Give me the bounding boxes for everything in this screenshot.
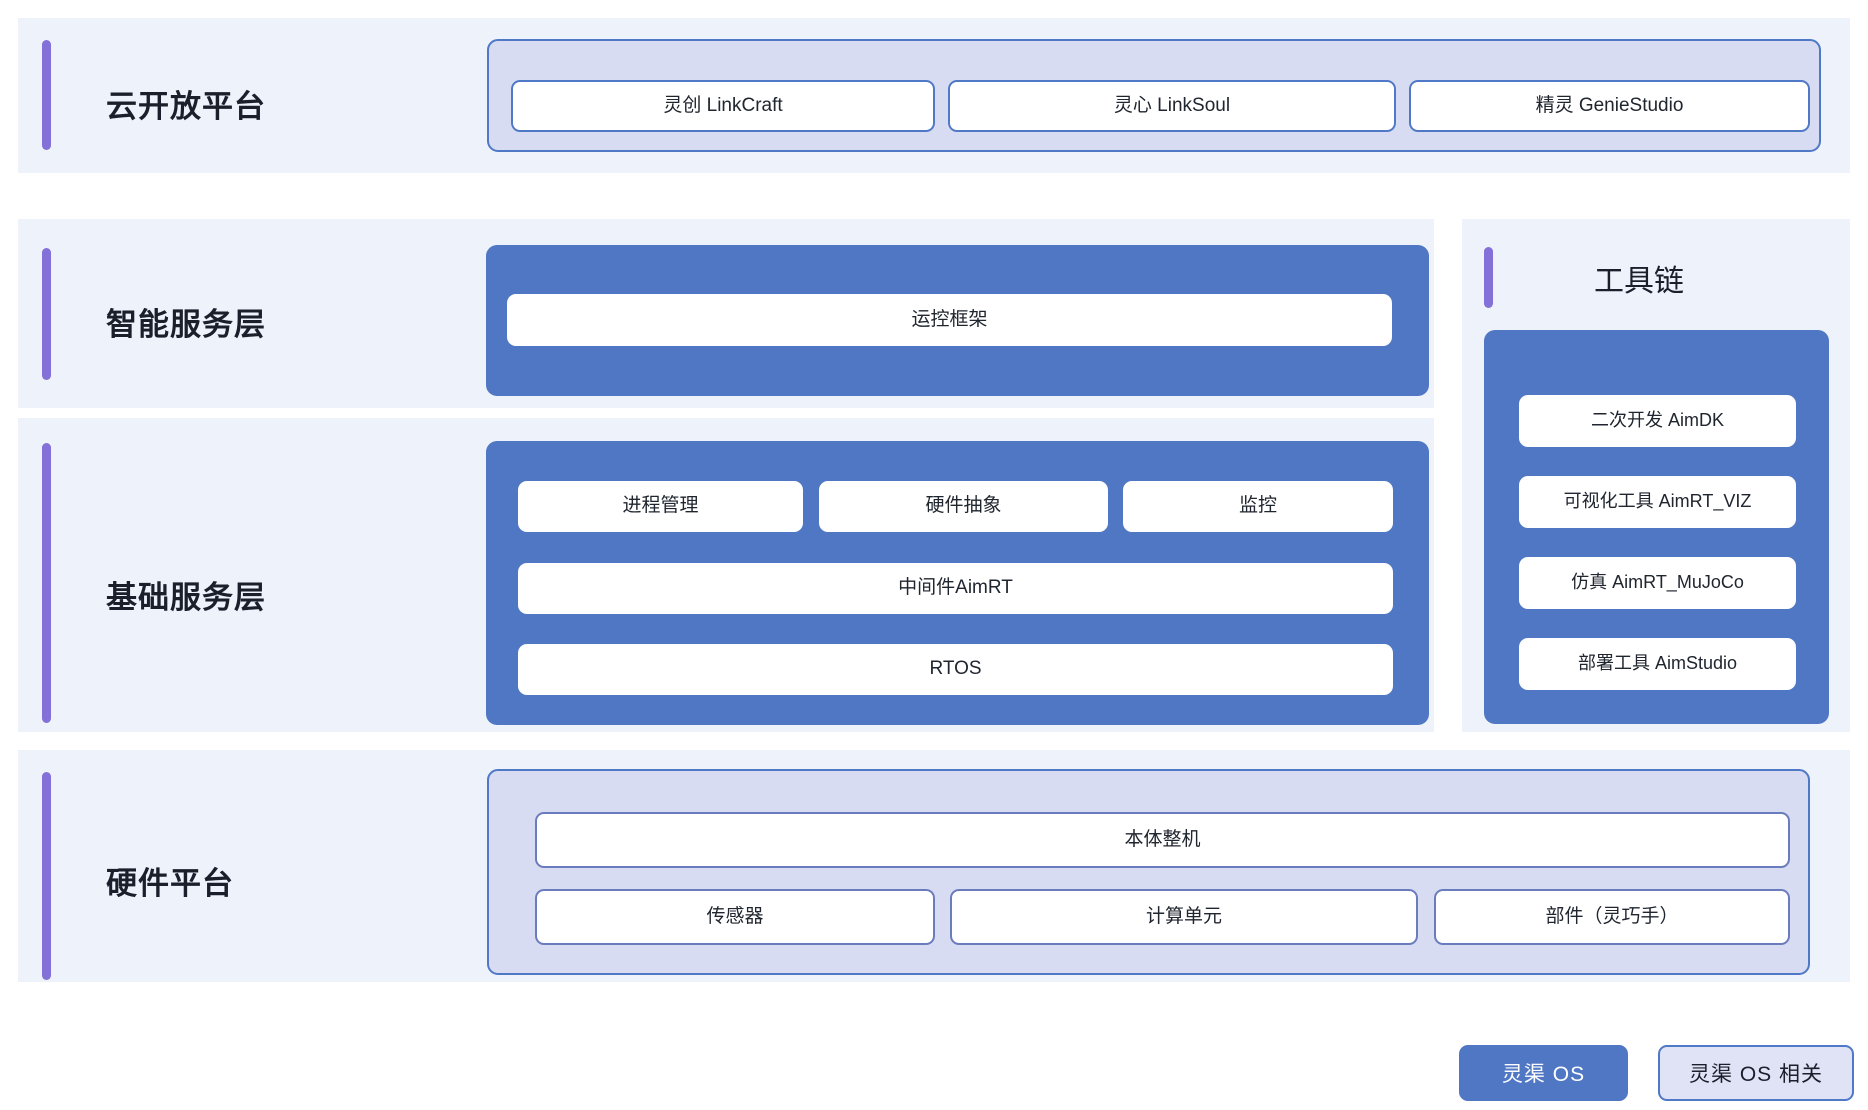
toolchain-title: 工具链 <box>1594 265 1684 298</box>
accent-bar-basic <box>42 443 51 723</box>
accent-bar-intelligent <box>42 248 51 380</box>
cloud-item-linksoul[interactable]: 灵心 LinkSoul <box>948 80 1396 132</box>
accent-bar-toolchain <box>1484 247 1493 308</box>
row-label-hardware: 硬件平台 <box>106 866 234 901</box>
hardware-item-components-dexterous-hand[interactable]: 部件（灵巧手） <box>1434 889 1790 945</box>
hardware-item-sensor[interactable]: 传感器 <box>535 889 935 945</box>
cloud-item-geniestudio[interactable]: 精灵 GenieStudio <box>1409 80 1810 132</box>
toolchain-item-aimdk[interactable]: 二次开发 AimDK <box>1519 395 1796 447</box>
basic-item-rtos[interactable]: RTOS <box>518 644 1393 695</box>
row-label-basic: 基础服务层 <box>106 580 266 615</box>
accent-bar-cloud <box>42 40 51 150</box>
basic-item-process-management[interactable]: 进程管理 <box>518 481 803 532</box>
intelligent-item-motion-control-framework[interactable]: 运控框架 <box>507 294 1392 346</box>
accent-bar-hardware <box>42 772 51 980</box>
basic-item-hardware-abstraction[interactable]: 硬件抽象 <box>819 481 1108 532</box>
basic-item-middleware-aimrt[interactable]: 中间件AimRT <box>518 563 1393 614</box>
toolchain-item-aimrt-mujoco[interactable]: 仿真 AimRT_MuJoCo <box>1519 557 1796 609</box>
toolchain-item-aimrt-viz[interactable]: 可视化工具 AimRT_VIZ <box>1519 476 1796 528</box>
hardware-item-compute-unit[interactable]: 计算单元 <box>950 889 1418 945</box>
hardware-item-body-machine[interactable]: 本体整机 <box>535 812 1790 868</box>
toolchain-item-aimstudio[interactable]: 部署工具 AimStudio <box>1519 638 1796 690</box>
legend-lingqu-os-related[interactable]: 灵渠 OS 相关 <box>1658 1045 1854 1101</box>
cloud-item-linkcraft[interactable]: 灵创 LinkCraft <box>511 80 935 132</box>
row-label-cloud: 云开放平台 <box>106 89 266 124</box>
basic-item-monitoring[interactable]: 监控 <box>1123 481 1393 532</box>
legend-lingqu-os[interactable]: 灵渠 OS <box>1459 1045 1628 1101</box>
row-label-intelligent: 智能服务层 <box>106 307 266 342</box>
